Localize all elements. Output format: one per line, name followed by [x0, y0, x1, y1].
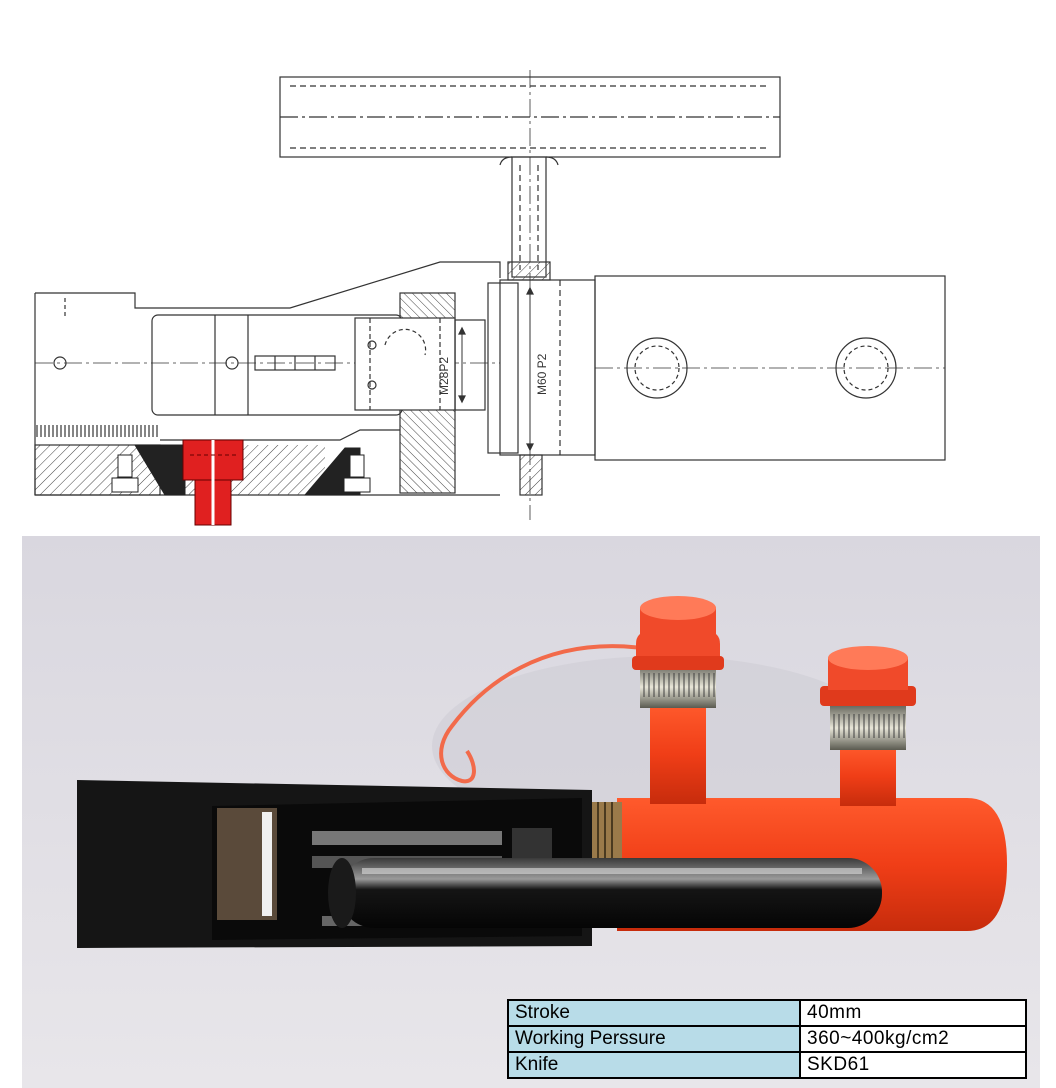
spec-row-working-pressure: Working Perssure 360~400kg/cm2 [507, 1025, 1027, 1053]
technical-drawing: M28P2 M60 P2 [34, 70, 946, 526]
cylinder-drawing: M60 P2 [499, 275, 946, 496]
cutter-body [34, 261, 501, 496]
hydraulic-port-left [632, 596, 724, 804]
spec-label: Stroke [507, 999, 801, 1027]
product-photo [22, 536, 1040, 1088]
t-handle-stem [499, 156, 559, 281]
spec-table: Stroke 40mm Working Perssure 360~400kg/c… [507, 999, 1027, 1079]
spec-row-knife: Knife SKD61 [507, 1051, 1027, 1079]
knife-bolt-drawing [182, 439, 244, 526]
spec-value: 40mm [799, 999, 1027, 1027]
spec-value: SKD61 [799, 1051, 1027, 1079]
spec-label: Knife [507, 1051, 801, 1079]
handle-rod [328, 858, 882, 928]
cap-tether [439, 644, 643, 784]
spec-value: 360~400kg/cm2 [799, 1025, 1027, 1053]
outer-thread-label: M60 P2 [535, 353, 549, 395]
hydraulic-port-right [820, 646, 916, 806]
blade-drawing [111, 444, 371, 496]
inner-thread-label: M28P2 [437, 357, 451, 395]
spec-row-stroke: Stroke 40mm [507, 999, 1027, 1027]
threaded-collar: M28P2 [354, 282, 519, 494]
spec-label: Working Perssure [507, 1025, 801, 1053]
